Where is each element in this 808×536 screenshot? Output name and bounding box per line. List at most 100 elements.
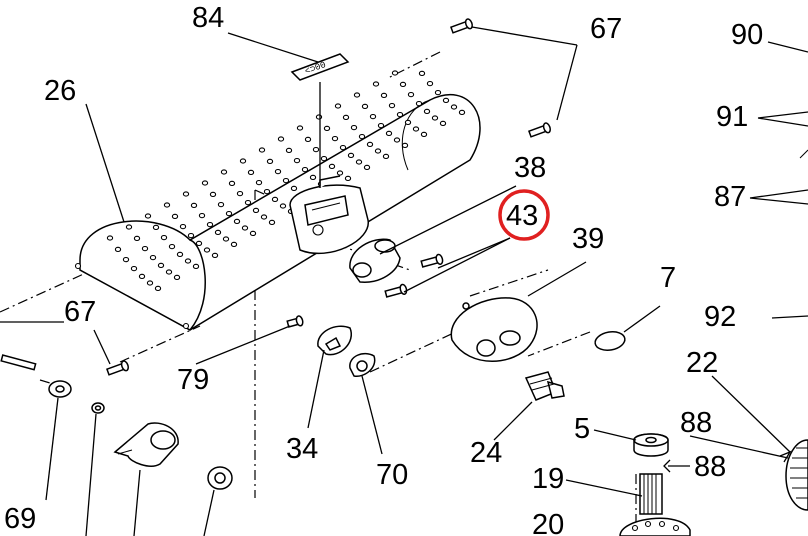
right-edge-parts	[799, 149, 808, 159]
callout-39: 39	[572, 223, 604, 255]
callout-24: 24	[470, 437, 502, 469]
perforation-hole	[420, 131, 428, 138]
perforation-hole	[401, 142, 409, 149]
knob-assembly	[349, 238, 401, 283]
perforation-hole	[388, 102, 396, 109]
callout-43: 43	[506, 200, 538, 232]
perforation-hole	[225, 210, 233, 217]
perforation-hole	[355, 159, 363, 165]
perforation-hole	[198, 212, 206, 219]
perforation-hole	[309, 174, 317, 181]
perforation-hole	[230, 241, 238, 248]
perforation-hole	[266, 158, 274, 165]
gear-22	[785, 439, 808, 511]
callout-92: 92	[704, 301, 736, 333]
perforation-hole	[358, 133, 366, 140]
perforation-hole	[260, 214, 268, 220]
perforation-hole	[241, 225, 249, 231]
perforation-hole	[133, 235, 141, 242]
screw-left	[106, 360, 129, 376]
end-plate	[289, 175, 369, 255]
perforation-hole	[282, 177, 290, 184]
label-plate: <⊃00	[290, 53, 350, 81]
perforation-hole	[217, 201, 225, 208]
callout-38: 38	[514, 152, 546, 184]
callout-67-top: 67	[590, 13, 622, 45]
perforation-hole	[220, 169, 228, 175]
gear-20	[619, 517, 691, 536]
perforation-hole	[163, 202, 171, 208]
perforation-hole	[247, 169, 255, 176]
perforation-hole	[442, 97, 450, 104]
perforation-hole	[304, 136, 312, 143]
perforation-hole	[239, 158, 247, 164]
perforation-hole	[165, 269, 173, 275]
highlight-circle	[498, 189, 550, 241]
perforation-hole	[192, 263, 200, 270]
perforation-hole	[334, 103, 342, 109]
perforation-hole	[146, 280, 154, 286]
callout-88-upper: 88	[680, 407, 712, 439]
perforation-hole	[450, 104, 458, 110]
callout-22: 22	[686, 347, 718, 379]
perforation-hole	[290, 185, 298, 192]
bushing-34	[317, 325, 353, 356]
perforation-hole	[372, 81, 380, 87]
perforation-hole	[285, 147, 293, 154]
washer-69	[48, 380, 72, 398]
perforation-hole	[312, 146, 320, 153]
perforation-hole	[201, 180, 209, 186]
perforation-hole	[233, 218, 241, 225]
perforation-hole	[130, 265, 138, 272]
perforation-hole	[407, 91, 415, 98]
perforation-hole	[209, 191, 217, 198]
perforation-hole	[342, 114, 350, 121]
perforation-hole	[415, 100, 423, 107]
perforation-hole	[399, 81, 407, 88]
perforation-hole	[274, 168, 282, 175]
perforation-hole	[236, 190, 244, 197]
perforation-hole	[141, 245, 149, 252]
perforation-hole	[173, 274, 181, 281]
perforation-hole	[144, 213, 152, 219]
perforation-hole	[391, 70, 399, 76]
perforation-hole	[244, 199, 252, 206]
perforation-hole	[382, 153, 390, 160]
perforation-hole	[336, 170, 344, 176]
perforation-hole	[353, 92, 361, 98]
perforation-hole	[426, 80, 434, 87]
perforation-hole	[279, 203, 287, 209]
perforation-hole	[228, 180, 236, 187]
gear-shaft-19	[639, 473, 663, 515]
connector-24	[524, 371, 565, 401]
perforation-hole	[393, 137, 401, 143]
perforation-hole	[385, 130, 393, 137]
callout-87: 87	[714, 181, 746, 213]
perforation-hole	[296, 125, 304, 131]
perforation-hole	[160, 234, 168, 241]
callout-88-lower: 88	[694, 451, 726, 483]
clamp-bracket	[113, 422, 179, 467]
perforation-hole	[179, 223, 187, 230]
screw-79	[286, 315, 304, 328]
perforation-hole	[271, 196, 279, 203]
perforation-hole	[184, 258, 192, 264]
perforation-hole	[377, 122, 385, 129]
callout-79: 79	[177, 364, 209, 396]
perforation-hole	[323, 125, 331, 132]
screws	[0, 18, 551, 376]
perforation-hole	[222, 236, 230, 242]
perforation-hole	[431, 115, 439, 121]
perforation-hole	[154, 285, 162, 292]
perforation-hole	[157, 262, 165, 269]
perforation-hole	[125, 224, 133, 230]
oval-pad	[594, 331, 626, 351]
perforation-hole	[434, 89, 442, 96]
callout-69: 69	[4, 503, 36, 535]
rod-left	[0, 354, 37, 371]
perforation-hole	[258, 147, 266, 153]
callout-91: 91	[716, 101, 748, 133]
perforation-hole	[350, 124, 358, 131]
perforation-hole	[458, 109, 466, 116]
